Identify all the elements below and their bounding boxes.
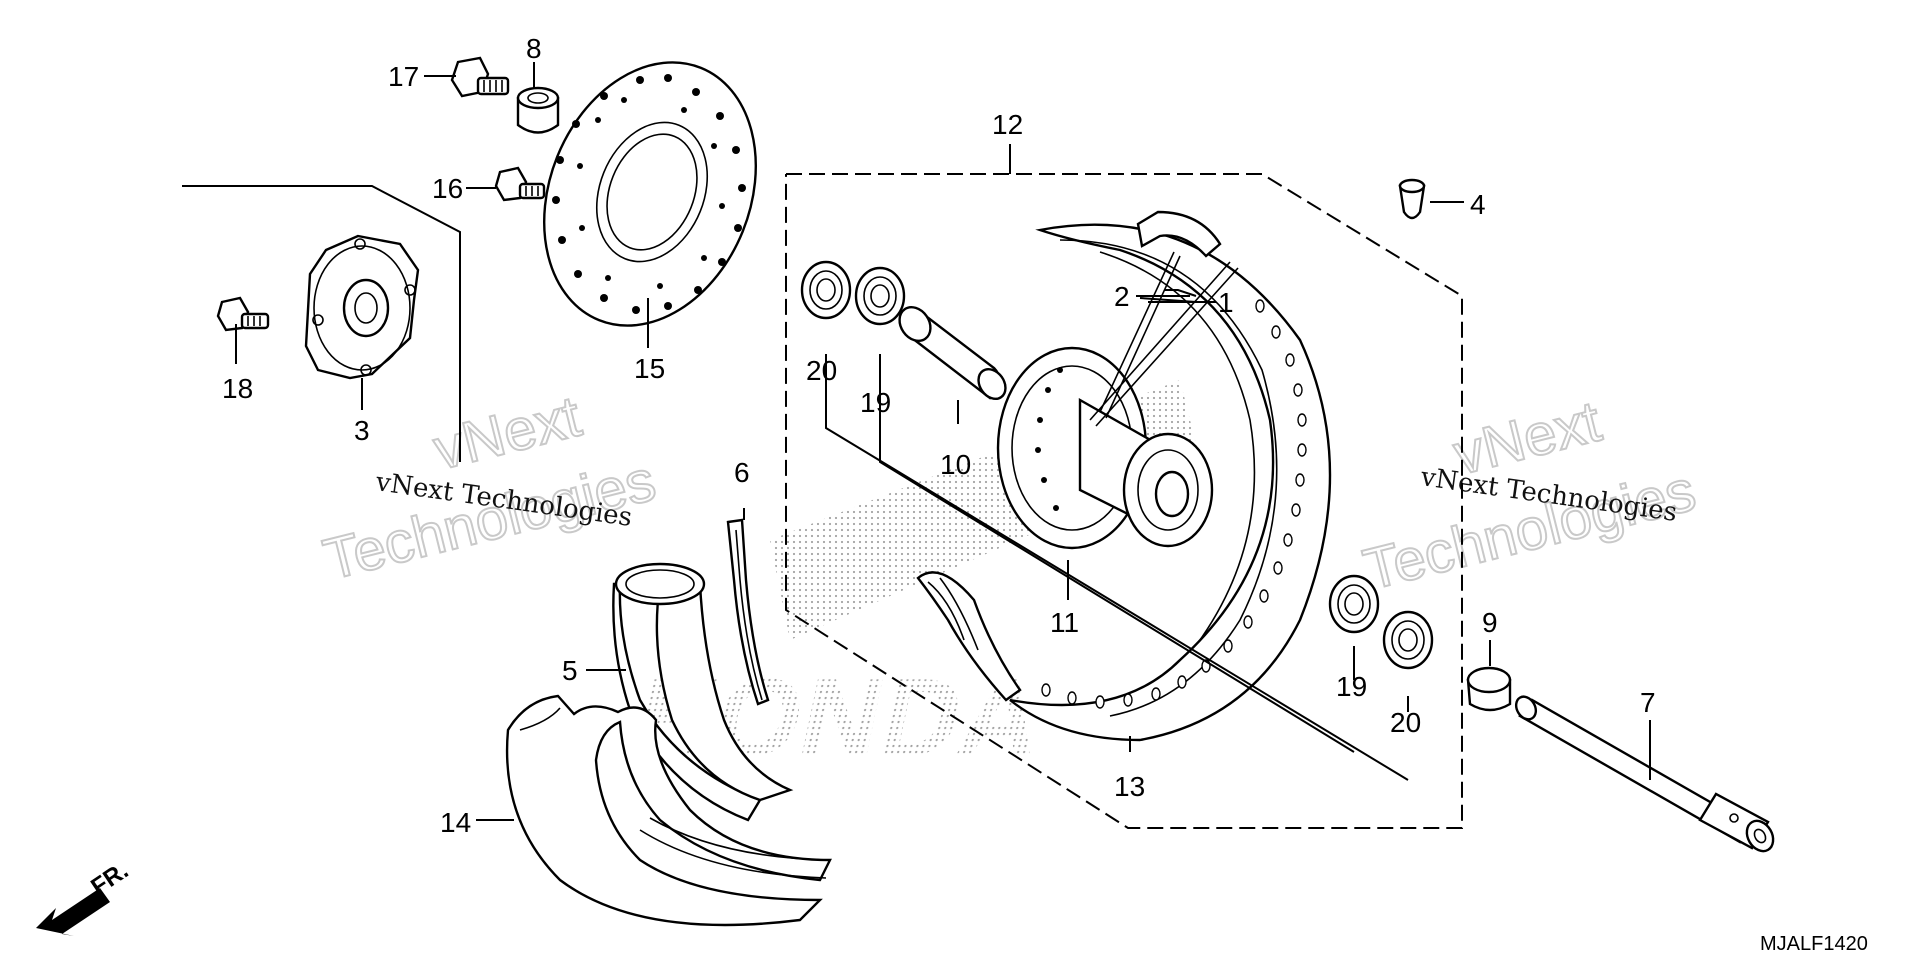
- callout-12: 12: [992, 109, 1023, 140]
- part-4-valve-cap: [1398, 178, 1426, 220]
- part-1-2-spokes: [1089, 210, 1239, 427]
- part-9-collar: [1466, 666, 1512, 712]
- wheel-assembly-boundary: [785, 173, 1463, 829]
- part-17-bolt: [450, 56, 510, 98]
- part-16-bolt: [494, 166, 546, 202]
- callout-1: 1: [1218, 287, 1234, 318]
- callout-11: 11: [1050, 607, 1079, 638]
- part-7-front-axle: [1514, 695, 1775, 853]
- part-8-collar: [516, 86, 560, 134]
- callout-6: 6: [734, 457, 750, 488]
- callout-19-left: 19: [860, 387, 891, 418]
- part-3-hub-flange: [304, 234, 420, 380]
- callout-leader-lines: [235, 62, 1651, 821]
- callout-4: 4: [1470, 189, 1486, 220]
- part-15-brake-disc: [543, 61, 757, 327]
- part-13-rim: [1009, 223, 1332, 742]
- callout-18: 18: [222, 373, 253, 404]
- callout-3: 3: [354, 415, 370, 446]
- callout-10: 10: [940, 449, 971, 480]
- callout-17: 17: [388, 61, 419, 92]
- callout-14: 14: [440, 807, 471, 838]
- callout-20-right: 20: [1390, 707, 1421, 738]
- callout-16: 16: [432, 173, 463, 204]
- left-assembly-bracket: [182, 185, 461, 462]
- part-11-hub: [996, 346, 1214, 550]
- front-direction-marker: FR.: [36, 857, 133, 936]
- part-19-bearing-left: [854, 266, 906, 326]
- watermark-right: vNext Technologies vNext Technologies: [1356, 388, 1702, 604]
- callout-2: 2: [1114, 281, 1130, 312]
- part-18-bolt: [216, 296, 270, 332]
- callout-13: 13: [1114, 771, 1145, 802]
- part-6-rim-band: [726, 518, 770, 706]
- callout-labels: 1 2 3 4 5 6 7 8 9 10 11 12 13 14 15 16 1…: [222, 33, 1656, 838]
- part-20-bearing-right: [1382, 610, 1434, 670]
- callout-8: 8: [526, 33, 542, 64]
- callout-15: 15: [634, 353, 665, 384]
- part-19-bearing-right: [1328, 574, 1380, 634]
- front-arrow-icon: [36, 888, 110, 936]
- callout-20-left: 20: [806, 355, 837, 386]
- diagram-code: MJALF1420: [1760, 933, 1868, 955]
- callout-5: 5: [562, 655, 578, 686]
- callout-7: 7: [1640, 687, 1656, 718]
- part-13-rim-section: [916, 571, 1022, 702]
- callout-19-right: 19: [1336, 671, 1367, 702]
- part-14-tire: [505, 694, 832, 927]
- part-20-bearing-left: [800, 260, 852, 320]
- part-10-distance-collar: [898, 306, 1007, 401]
- callout-9: 9: [1482, 607, 1498, 638]
